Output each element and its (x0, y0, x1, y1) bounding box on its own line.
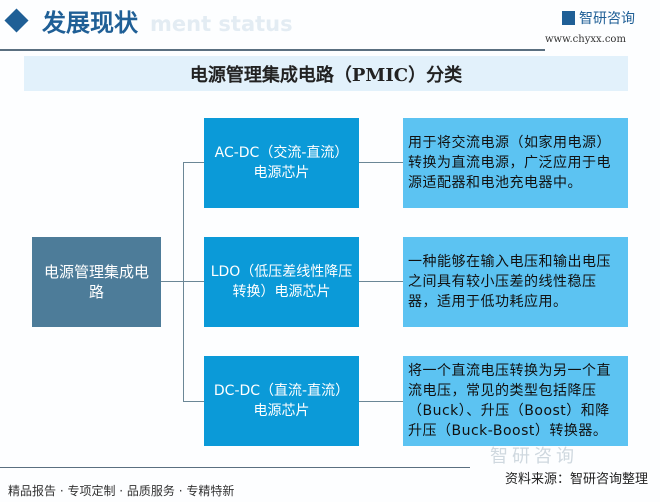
connector (183, 281, 204, 282)
diamond-icon (4, 8, 29, 33)
connector (183, 162, 204, 163)
logo-text: 智研咨询 (579, 11, 635, 27)
logo-icon (562, 11, 575, 25)
branch-node-dc-dc: DC-DC（直流-直流）电源芯片 (204, 356, 359, 446)
description-ldo: 一种能够在输入电压和输出电压之间具有较小压差的线性稳压器，适用于低功耗应用。 (403, 237, 628, 327)
connector (161, 281, 183, 282)
description-ac-dc: 用于将交流电源（如家用电源）转换为直流电源，广泛应用于电源适配器和电池充电器中。 (403, 118, 628, 208)
section-title: 发展现状 (42, 9, 138, 37)
watermark: 智研咨询 (490, 446, 578, 467)
root-node: 电源管理集成电路 (32, 237, 161, 327)
branch-node-ac-dc: AC-DC（交流-直流）电源芯片 (204, 118, 359, 208)
header-divider (0, 49, 545, 51)
site-url: www.chyxx.com (545, 34, 626, 45)
connector (183, 162, 184, 402)
ghost-subtitle: ment status (150, 12, 293, 36)
connector (359, 401, 403, 402)
logo: 智研咨询 (562, 8, 635, 28)
connector (359, 162, 403, 163)
tagline: 精品报告 · 专项定制 · 品质服务 · 专精特新 (8, 484, 235, 498)
diagram-title: 电源管理集成电路（PMIC）分类 (24, 56, 628, 91)
source-note: 资料来源：智研咨询整理 (505, 472, 649, 487)
footer-divider (0, 467, 470, 468)
connector (183, 401, 204, 402)
description-dc-dc: 将一个直流电压转换为另一个直流电压，常见的类型包括降压（Buck）、升压（Boo… (403, 356, 628, 446)
branch-node-ldo: LDO（低压差线性降压转换）电源芯片 (204, 237, 359, 327)
connector (359, 281, 403, 282)
